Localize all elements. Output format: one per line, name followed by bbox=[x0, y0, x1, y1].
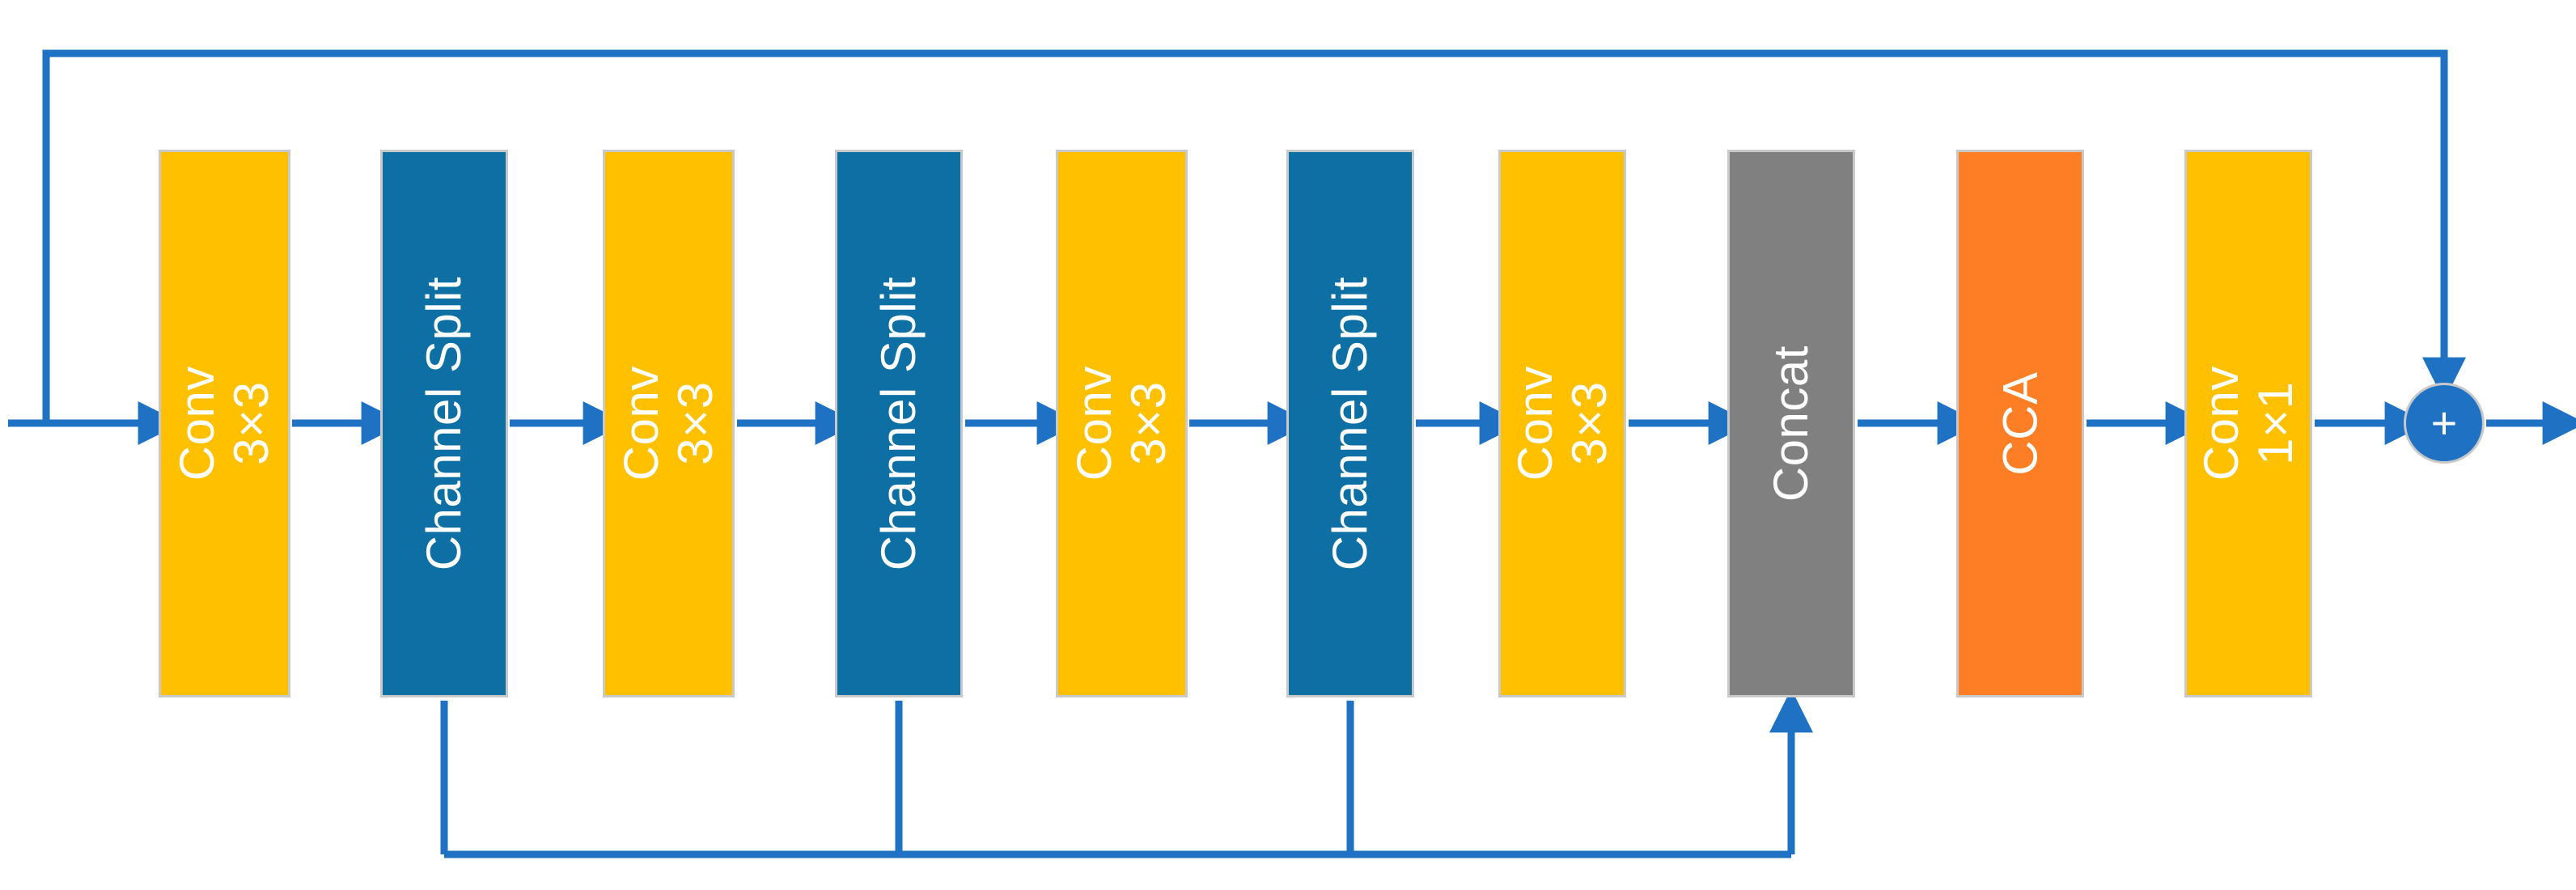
node-conv-3x3-3[interactable]: Conv 3×3 bbox=[1056, 150, 1188, 697]
node-label: CCA bbox=[1993, 371, 2047, 475]
node-conv-1x1[interactable]: Conv 1×1 bbox=[2184, 150, 2312, 697]
node-label: Channel Split bbox=[871, 277, 926, 570]
node-label-line1: Channel Split bbox=[871, 276, 926, 571]
node-label: Conv 3×3 bbox=[614, 366, 722, 481]
node-label: Channel Split bbox=[1323, 277, 1377, 570]
plus-icon: + bbox=[2430, 397, 2458, 448]
node-conv-3x3-4[interactable]: Conv 3×3 bbox=[1498, 150, 1626, 697]
node-label: Concat bbox=[1764, 345, 1818, 502]
node-label-line2: 3×3 bbox=[1561, 381, 1616, 466]
node-label-line2: 1×1 bbox=[2248, 381, 2303, 466]
node-label-line2: 3×3 bbox=[668, 381, 723, 466]
edge-skip-connection bbox=[42, 49, 2466, 423]
node-label: Channel Split bbox=[417, 277, 471, 570]
node-label-line1: CCA bbox=[1993, 371, 2048, 476]
node-channel-split-3[interactable]: Channel Split bbox=[1286, 150, 1414, 697]
node-label-line1: Conv bbox=[170, 366, 225, 481]
node-conv-3x3-1[interactable]: Conv 3×3 bbox=[159, 150, 290, 697]
node-conv-3x3-2[interactable]: Conv 3×3 bbox=[603, 150, 735, 697]
node-label-line1: Conv bbox=[1067, 366, 1122, 481]
adder-node[interactable]: + bbox=[2404, 383, 2485, 464]
node-channel-split-1[interactable]: Channel Split bbox=[380, 150, 508, 697]
node-label: Conv 1×1 bbox=[2194, 366, 2303, 481]
node-label-line2: 3×3 bbox=[1121, 381, 1176, 466]
node-label: Conv 3×3 bbox=[1067, 366, 1176, 481]
node-label-line1: Conv bbox=[1507, 366, 1562, 481]
node-channel-split-2[interactable]: Channel Split bbox=[835, 150, 963, 697]
node-label-line1: Channel Split bbox=[1323, 276, 1378, 571]
node-cca[interactable]: CCA bbox=[1956, 150, 2084, 697]
node-concat[interactable]: Concat bbox=[1727, 150, 1855, 697]
node-label: Conv 3×3 bbox=[1508, 366, 1616, 481]
node-label-line1: Channel Split bbox=[417, 276, 472, 571]
node-label: Conv 3×3 bbox=[170, 366, 278, 481]
node-label-line1: Concat bbox=[1764, 345, 1819, 502]
node-label-line1: Conv bbox=[2193, 366, 2248, 481]
node-label-line2: 3×3 bbox=[224, 381, 279, 466]
node-label-line1: Conv bbox=[614, 366, 669, 481]
